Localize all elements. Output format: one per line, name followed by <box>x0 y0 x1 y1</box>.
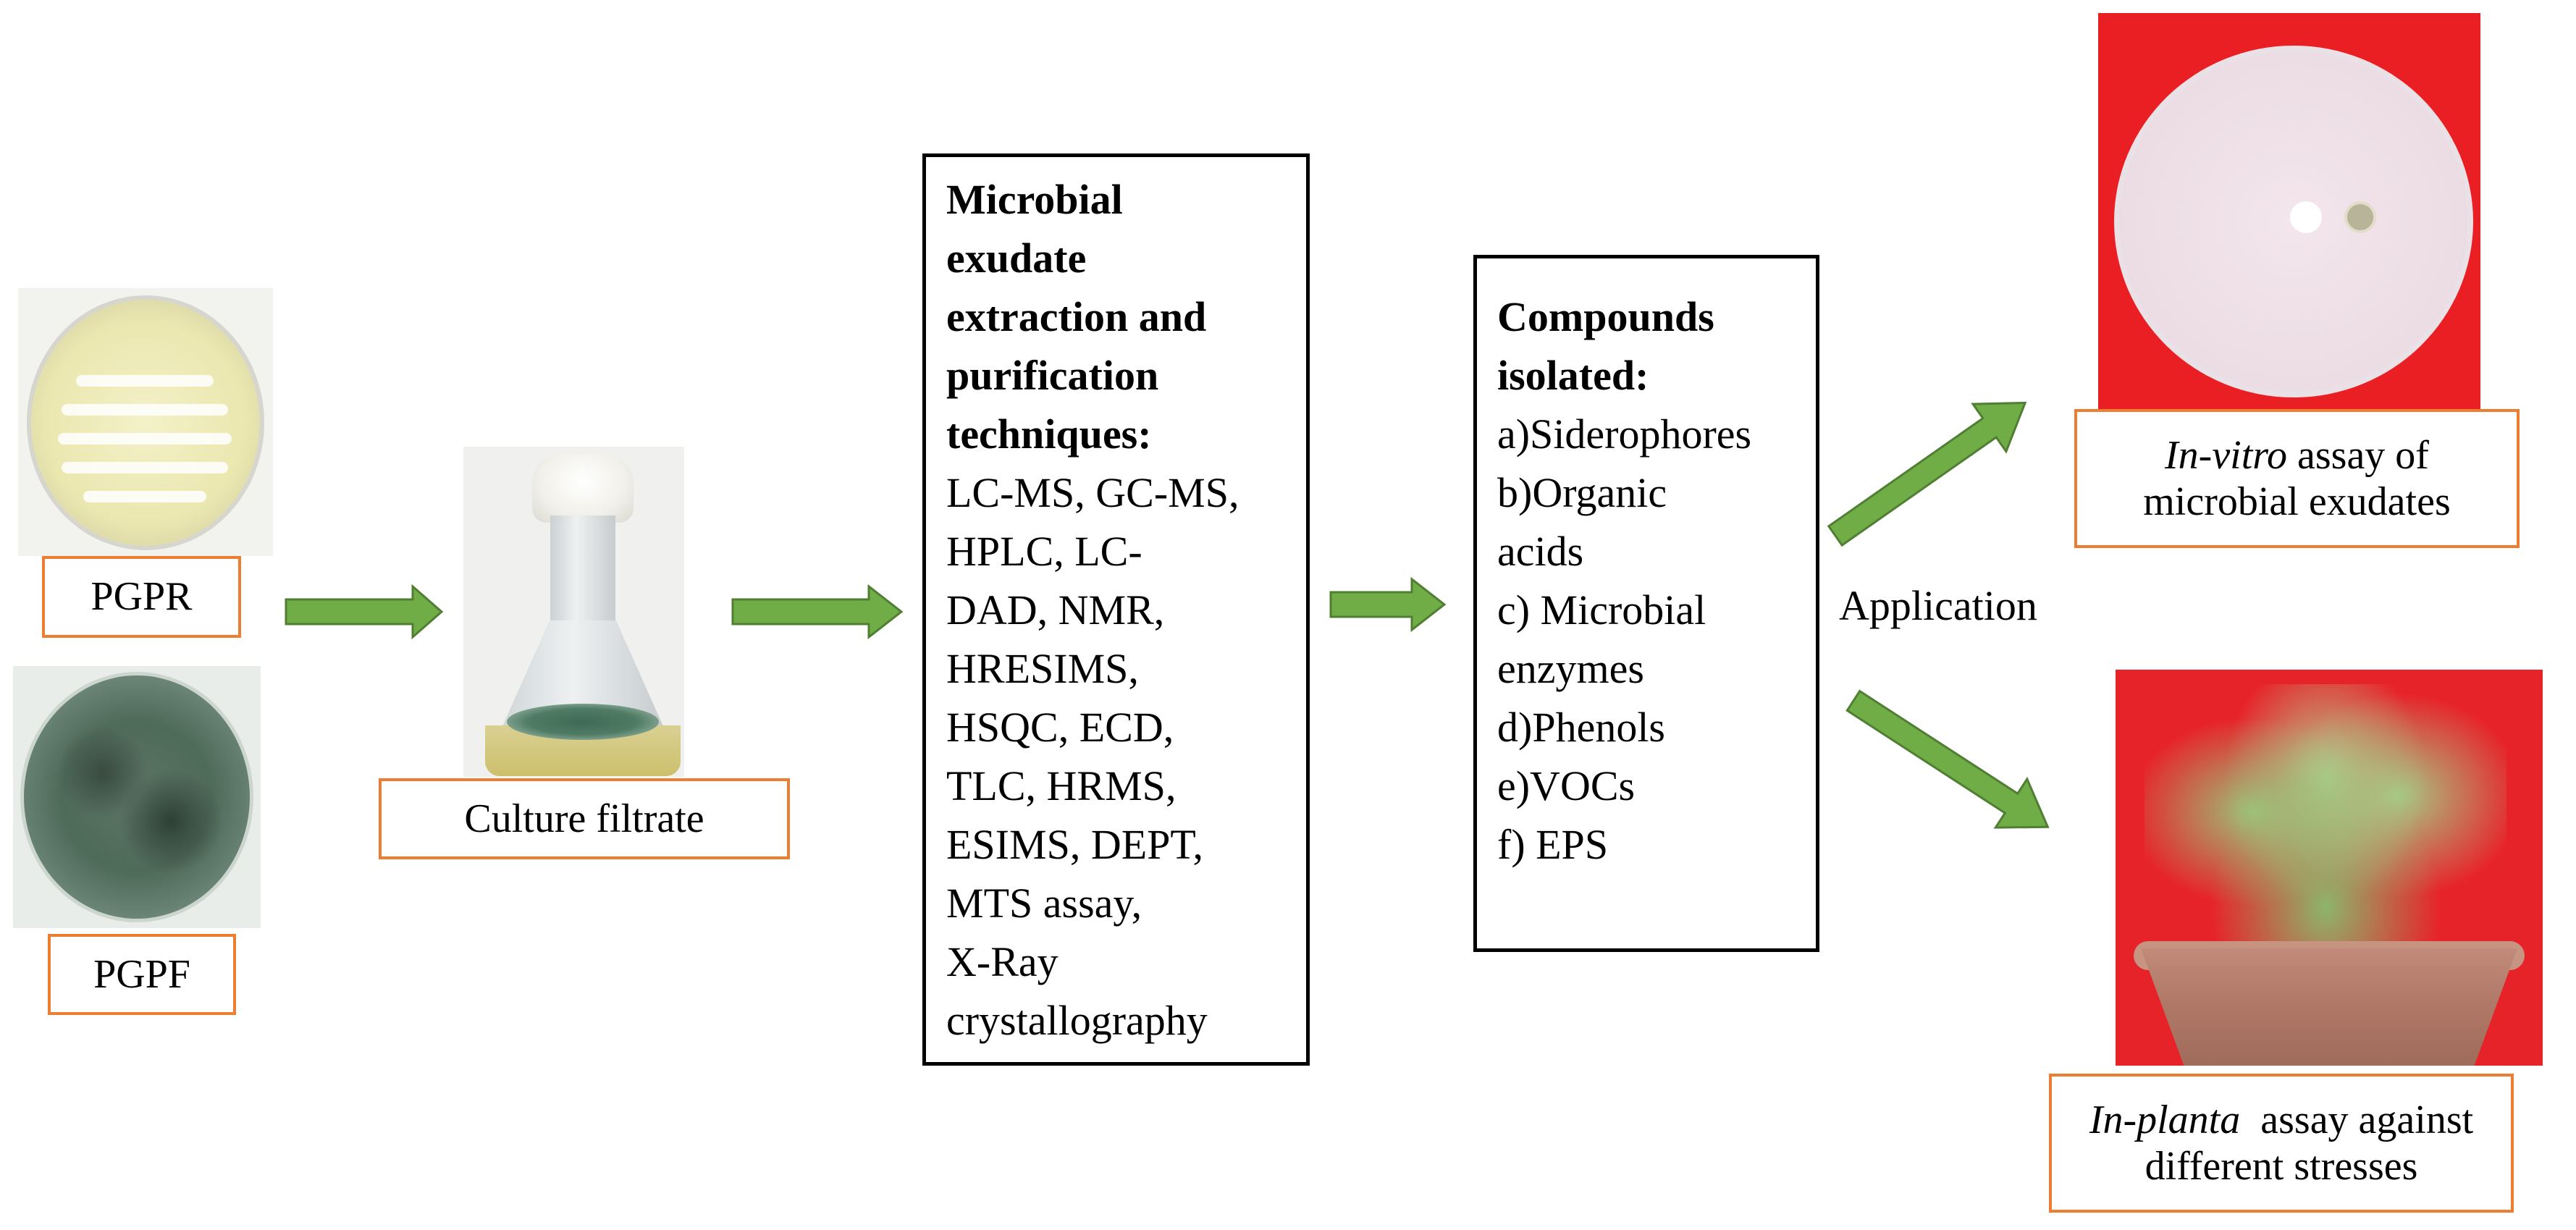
extraction-technique-line: HRESIMS, <box>946 645 1139 692</box>
compounds-isolated-box: Compounds isolated: a)Siderophores b)Organ… <box>1473 255 1819 952</box>
compounds-title-line: isolated: <box>1497 352 1649 399</box>
extraction-title-line: exudate <box>946 235 1087 282</box>
extraction-technique-line: TLC, HRMS, <box>946 762 1177 809</box>
compound-item: a)Siderophores <box>1497 410 1752 458</box>
extraction-title-line: extraction and <box>946 293 1207 340</box>
culture-filtrate-label: Culture filtrate <box>379 778 790 859</box>
extraction-title: Microbial exudate extraction and purificati… <box>946 170 1306 463</box>
inplanta-line2-text: different stresses <box>2144 1144 2418 1189</box>
pgpf-label: PGPF <box>48 934 236 1015</box>
pgpf-label-text: PGPF <box>93 951 190 997</box>
arrow-to-invitro <box>1827 401 2027 547</box>
extraction-technique-line: LC-MS, GC-MS, <box>946 469 1239 516</box>
pgpr-label-text: PGPR <box>91 574 193 620</box>
culture-flask-photo <box>463 447 684 777</box>
invitro-assay-photo <box>2098 13 2480 410</box>
extraction-title-line: techniques: <box>946 410 1152 458</box>
pgpr-petri-dish-photo <box>18 288 273 556</box>
inplanta-assay-photo <box>2116 670 2543 1066</box>
inplanta-italic-text: In-planta <box>2089 1097 2241 1142</box>
arrow-to-compounds <box>1329 576 1447 633</box>
arrow-to-inplanta <box>1845 689 2050 829</box>
invitro-label: In-vitro assay of microbial exudates <box>2074 409 2520 548</box>
compound-item: b)Organic <box>1497 469 1667 516</box>
extraction-technique-line: MTS assay, <box>946 880 1142 927</box>
extraction-technique-line: HSQC, ECD, <box>946 704 1174 751</box>
extraction-title-line: purification <box>946 352 1159 399</box>
inplanta-line1-text: assay against <box>2240 1097 2474 1142</box>
extraction-techniques-box: Microbial exudate extraction and purificati… <box>922 153 1310 1066</box>
arrow-to-extraction <box>731 584 904 640</box>
extraction-technique-line: DAD, NMR, <box>946 586 1165 633</box>
invitro-line1-text: assay of <box>2287 432 2429 478</box>
compound-item: e)VOCs <box>1497 762 1636 809</box>
compound-item: d)Phenols <box>1497 704 1665 751</box>
pgpr-label: PGPR <box>42 556 241 638</box>
extraction-technique-line: HPLC, LC- <box>946 528 1142 575</box>
compound-item: c) Microbial <box>1497 586 1706 633</box>
compound-item: f) EPS <box>1497 821 1609 868</box>
compounds-title-line: Compounds <box>1497 293 1714 340</box>
extraction-technique-line: X-Ray <box>946 938 1058 985</box>
extraction-technique-line: ESIMS, DEPT, <box>946 821 1204 868</box>
arrow-to-culture <box>285 584 444 640</box>
extraction-title-line: Microbial <box>946 176 1123 223</box>
compounds-list: a)Siderophores b)Organic acids c) Microbial… <box>1497 405 1816 874</box>
inplanta-label: In-planta assay against different stress… <box>2049 1074 2514 1213</box>
extraction-technique-line: crystallography <box>946 997 1208 1044</box>
compounds-title: Compounds isolated: <box>1497 287 1816 405</box>
application-label: Application <box>1839 582 2037 629</box>
pgpf-petri-dish-photo <box>13 666 261 928</box>
extraction-techniques-list: LC-MS, GC-MS, HPLC, LC- DAD, NMR, HRESIMS, H… <box>946 463 1306 1050</box>
invitro-italic-text: In-vitro <box>2165 432 2287 478</box>
culture-filtrate-label-text: Culture filtrate <box>464 796 704 841</box>
invitro-line2-text: microbial exudates <box>2143 479 2451 524</box>
compound-item: enzymes <box>1497 645 1644 692</box>
compound-item: acids <box>1497 528 1584 575</box>
